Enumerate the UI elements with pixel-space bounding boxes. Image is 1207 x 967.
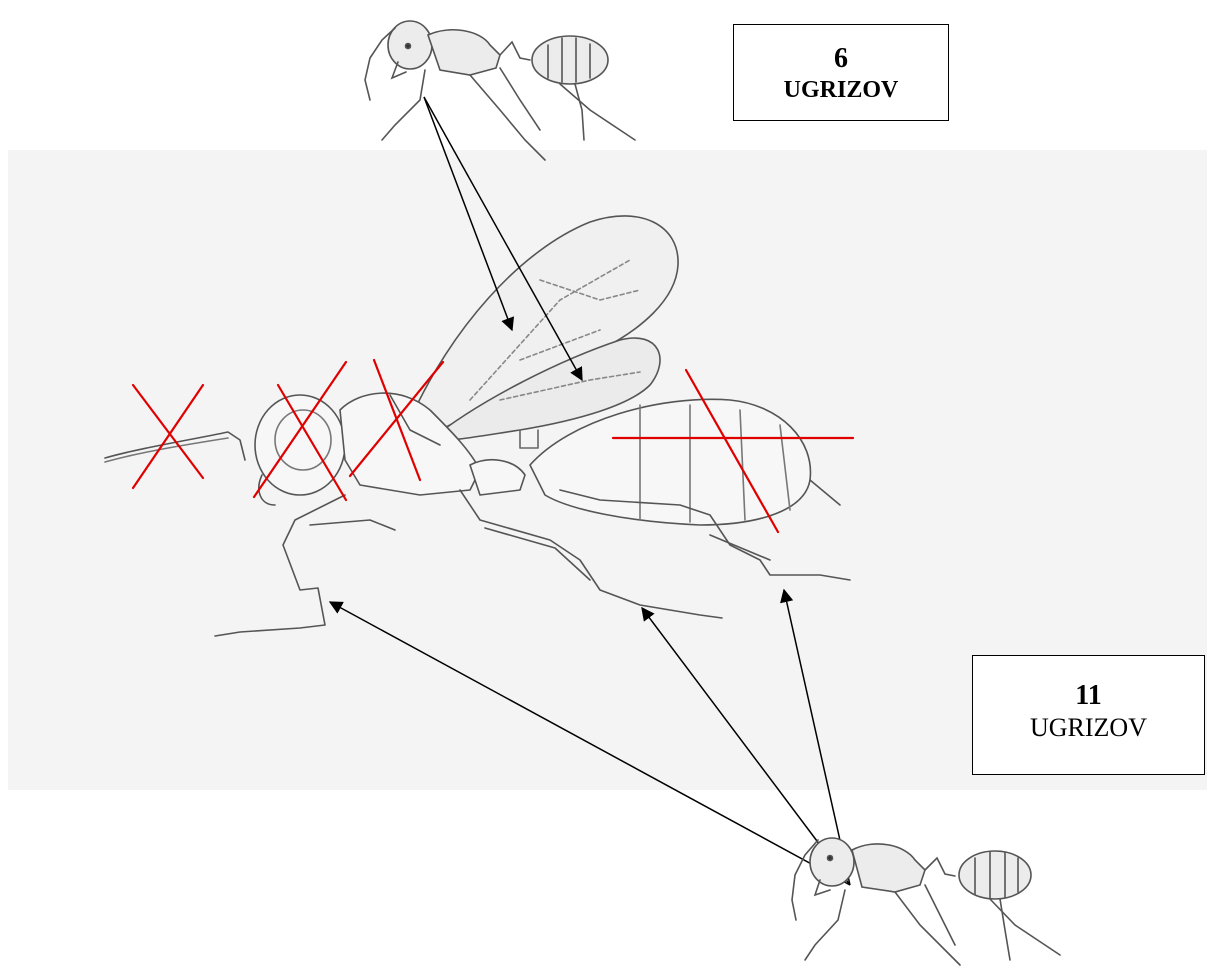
ant-top-illustration (365, 21, 635, 160)
ant-bottom-illustration (792, 838, 1060, 965)
label-box-bottom: 11 UGRIZOV (972, 655, 1205, 775)
label-top-number: 6 (734, 43, 948, 75)
label-bottom-number: 11 (973, 680, 1204, 712)
label-top-name: UGRIZOV (734, 75, 948, 105)
label-box-top: 6 UGRIZOV (733, 24, 949, 121)
label-bottom-name: UGRIZOV (973, 712, 1204, 744)
